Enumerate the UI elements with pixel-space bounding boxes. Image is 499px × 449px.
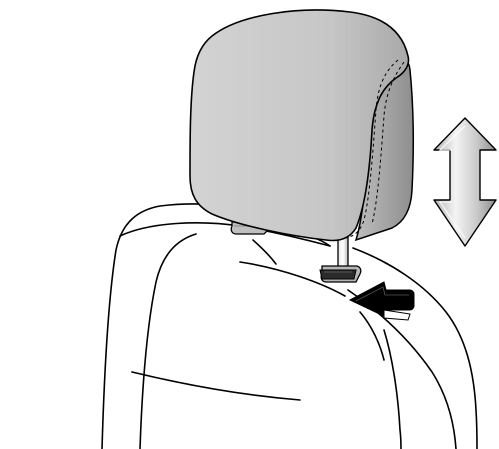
headrest-icon [190, 10, 413, 240]
up-down-arrow-icon [434, 118, 496, 246]
release-button-icon [320, 266, 361, 282]
press-arrow-icon [350, 282, 414, 320]
seat-back-icon [102, 204, 477, 449]
